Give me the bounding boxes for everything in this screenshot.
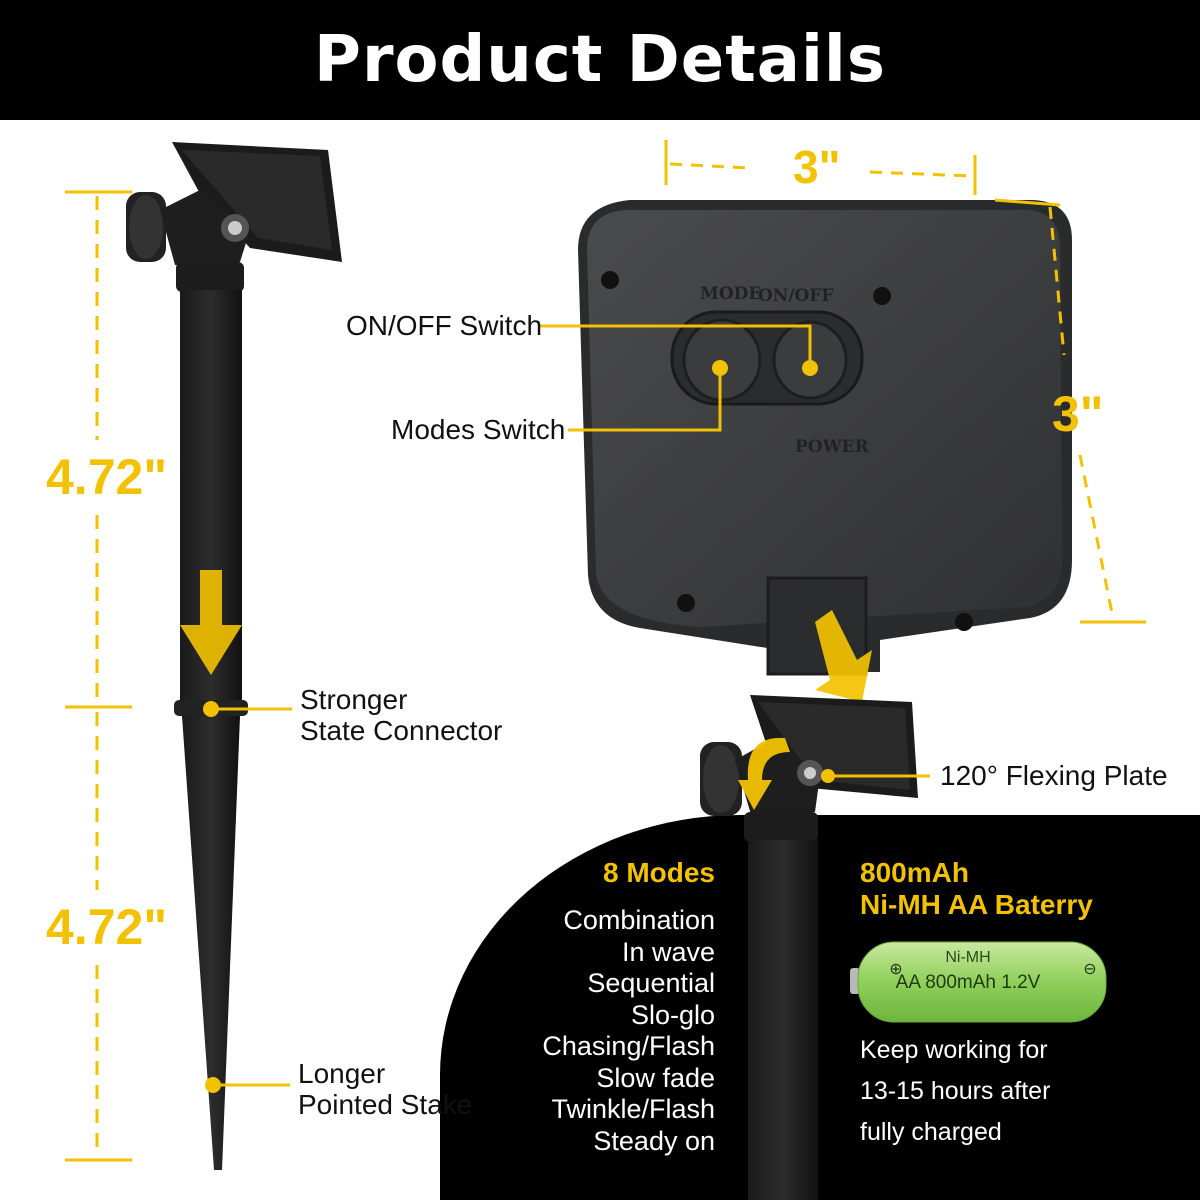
mode-item: Combination: [563, 905, 715, 935]
battery-title: 800mAh Ni-MH AA Baterry: [860, 857, 1093, 921]
control-box: [578, 200, 1072, 676]
battery-description: Keep working for 13-15 hours after fully…: [860, 1030, 1160, 1153]
stake-callout-line2: Pointed Stake: [298, 1089, 473, 1120]
dimension-lower-stake: 4.72": [46, 899, 168, 955]
stake-spike: [182, 716, 240, 1170]
dimension-box-height: 3": [1052, 386, 1104, 442]
battery-title-line1: 800mAh: [860, 857, 969, 888]
onoff-switch-callout: ON/OFF Switch: [346, 310, 543, 341]
mode-label: MODE: [700, 284, 761, 304]
mode-item: Chasing/Flash: [542, 1031, 715, 1061]
mode-item: Sequential: [587, 968, 715, 998]
connector-callout-line2: State Connector: [300, 715, 503, 746]
battery-minus-sign: ⊖: [1083, 959, 1096, 978]
header-banner: Product Details: [0, 0, 1200, 120]
left-stake: [126, 142, 342, 1170]
mode-item: In wave: [621, 936, 715, 967]
dimension-lines-box: [664, 140, 1146, 624]
connector-callout-line1: Stronger: [300, 684, 408, 715]
battery-label-spec: AA 800mAh 1.2V: [896, 972, 1041, 993]
dimension-lines-left: [65, 190, 132, 1162]
modes-list: Combination In wave Sequential Slo-glo C…: [542, 905, 715, 1157]
battery-desc-line3: fully charged: [860, 1118, 1002, 1146]
battery-desc-line1: Keep working for: [860, 1036, 1048, 1064]
battery-desc-line2: 13-15 hours after: [860, 1077, 1051, 1105]
down-arrow-icon: [180, 570, 242, 675]
battery-icon: Ni-MH AA 800mAh 1.2V ⊕ ⊖: [850, 941, 1107, 1023]
page-title: Product Details: [314, 23, 886, 97]
modes-switch-callout: Modes Switch: [391, 414, 566, 445]
switch-callout-lines: [538, 324, 812, 432]
dimension-box-width: 3": [793, 141, 841, 193]
mode-button: [682, 318, 762, 402]
battery-title-line2: Ni-MH AA Baterry: [860, 889, 1093, 920]
flex-arrow-icon: [738, 737, 790, 810]
stake-callout-line1: Longer: [298, 1058, 386, 1089]
modes-title: 8 Modes: [602, 857, 715, 888]
mode-item: Slow fade: [596, 1062, 715, 1093]
mode-item: Slo-glo: [630, 999, 715, 1030]
insert-arrow-icon: [815, 610, 872, 702]
mode-item: Twinkle/Flash: [551, 1094, 715, 1124]
right-stake: [700, 695, 930, 1200]
dimension-upper-stake: 4.72": [46, 449, 168, 505]
stake-callout: Longer Pointed Stake: [298, 1058, 472, 1120]
mode-item: Steady on: [593, 1125, 715, 1156]
power-label: POWER: [795, 437, 870, 457]
battery-plus-sign: ⊕: [889, 959, 902, 978]
onoff-label: ON/OFF: [758, 286, 834, 306]
connector-callout: Stronger State Connector: [300, 684, 502, 746]
battery-label-type: Ni-MH: [945, 949, 990, 966]
flexing-plate-callout: 120° Flexing Plate: [940, 760, 1168, 791]
